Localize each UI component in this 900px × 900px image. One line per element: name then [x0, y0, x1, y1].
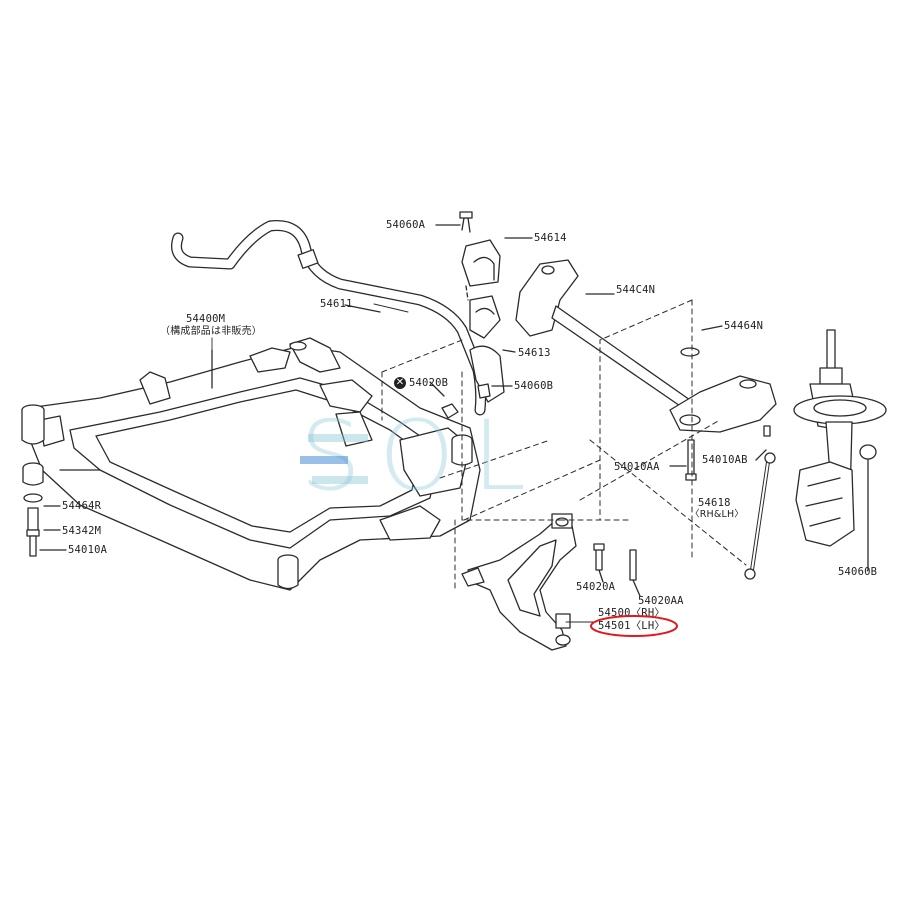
lower-mount-stack [22, 462, 67, 557]
stabilizer-link [744, 452, 776, 580]
callout-54342m: 54342M [62, 525, 102, 537]
stabilizer-bushing-clamp [435, 211, 533, 403]
callout-54020aa: 54020AA [638, 595, 684, 607]
reference-lines [381, 299, 747, 591]
strut-assembly [793, 329, 887, 571]
callout-54060b-right: 54060B [838, 566, 878, 578]
crossmember-bushings [21, 341, 473, 590]
watermark-mark [300, 434, 368, 484]
crossmember [27, 337, 481, 591]
callout-54614: 54614 [534, 232, 567, 244]
callout-54618-note: 〈RH&LH〉 [690, 509, 744, 520]
callout-54611: 54611 [320, 298, 353, 310]
callout-54464n: 54464N [724, 320, 764, 332]
callout-544c4n: 544C4N [616, 284, 656, 296]
callout-54464r: 54464R [62, 500, 102, 512]
callout-54060a: 54060A [386, 219, 426, 231]
callout-54500-rh: 54500〈RH〉 [598, 607, 666, 619]
callout-54010a: 54010A [68, 544, 108, 556]
callout-54501-lh: 54501〈LH〉 [598, 620, 666, 632]
callout-54400m: 54400M [186, 313, 226, 325]
callout-54010ab: 54010AB [702, 454, 748, 466]
callout-54020b: 54020B [409, 377, 449, 389]
mount-bolts [429, 381, 513, 419]
callout-54613: 54613 [518, 347, 551, 359]
callout-54020a: 54020A [576, 581, 616, 593]
callout-54020b-marker: ✕ [394, 377, 406, 389]
rack-mount [515, 259, 777, 433]
rack-bolts [669, 425, 771, 481]
callout-54010aa-rack: 54010AA [614, 461, 660, 473]
callout-54618: 54618 [698, 497, 731, 509]
callout-54060b-mid: 54060B [514, 380, 554, 392]
callout-54400m-note: （構成部品は非販売） [160, 326, 262, 337]
lower-control-arm [461, 513, 641, 651]
